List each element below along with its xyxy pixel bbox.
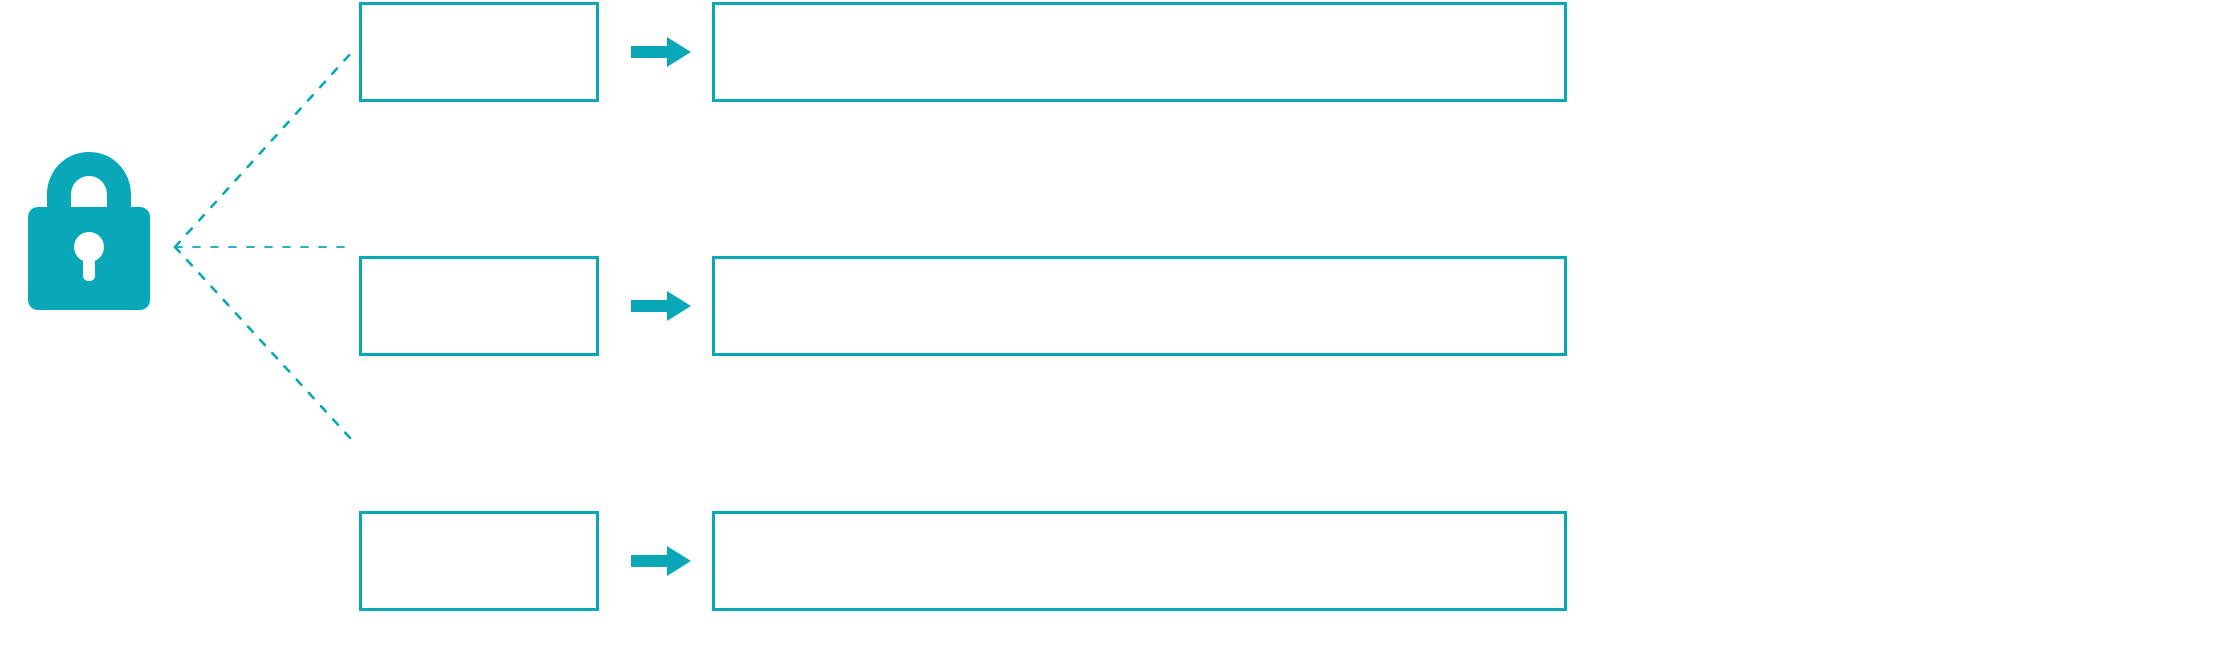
arrow-right-icon bbox=[631, 291, 691, 321]
diagram-row bbox=[0, 256, 2229, 397]
outcome-box-row-1[interactable] bbox=[712, 2, 1567, 102]
diagram-row bbox=[0, 511, 2229, 652]
outcome-box-row-2[interactable] bbox=[712, 256, 1567, 356]
arrow-right-icon bbox=[631, 546, 691, 576]
lock-icon bbox=[26, 150, 152, 312]
stage-box-row-3[interactable] bbox=[359, 511, 599, 611]
stage-box-row-1[interactable] bbox=[359, 2, 599, 102]
diagram-row bbox=[0, 2, 2229, 143]
arrow-right-icon bbox=[631, 37, 691, 67]
outcome-box-row-3[interactable] bbox=[712, 511, 1567, 611]
stage-box-row-2[interactable] bbox=[359, 256, 599, 356]
